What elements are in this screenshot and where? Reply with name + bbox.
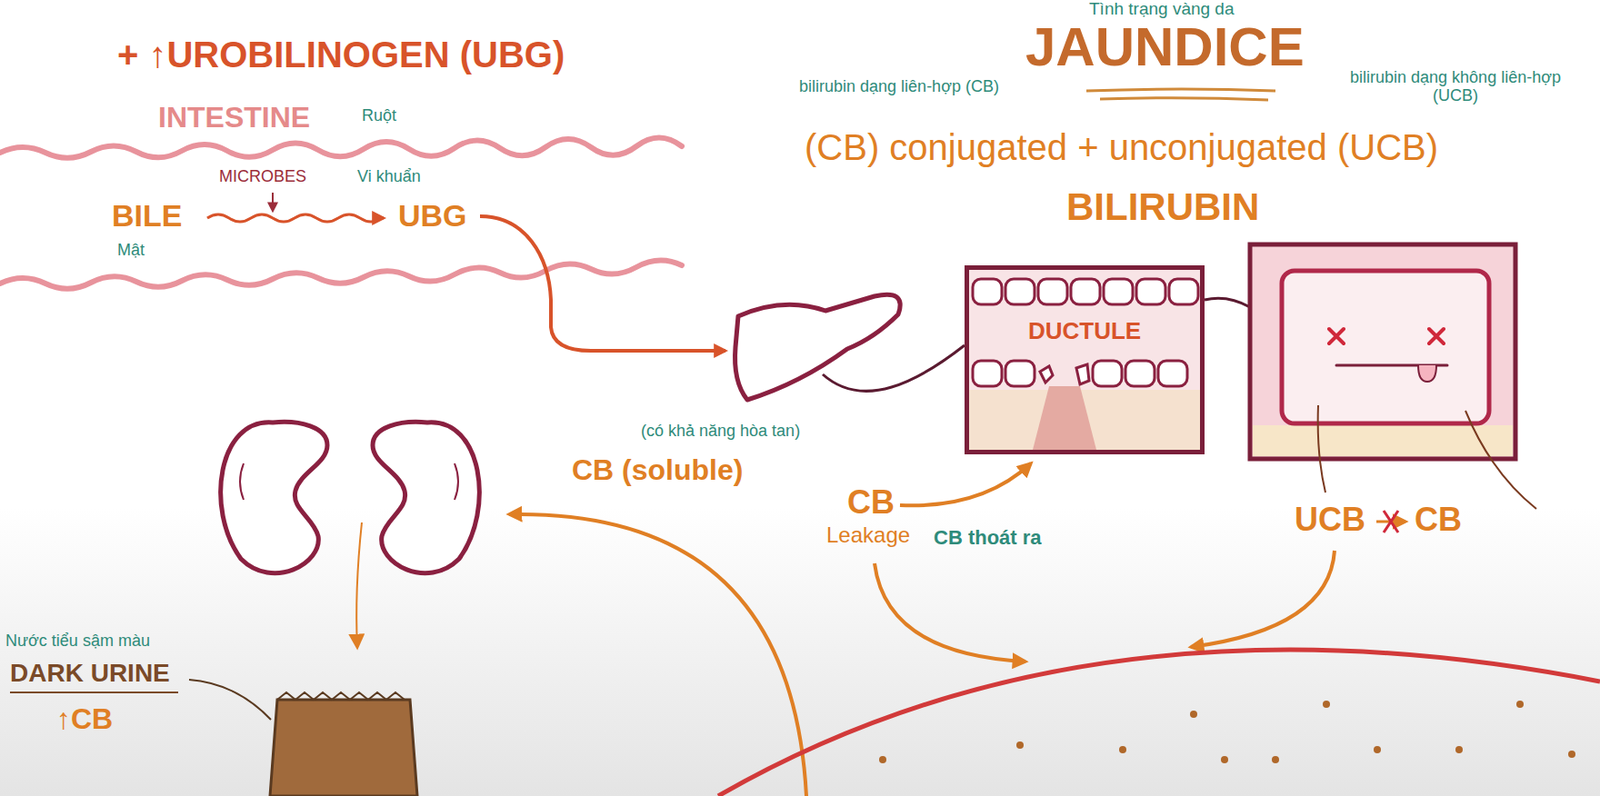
translation: bilirubin dạng liên-hợp (CB) xyxy=(793,78,1005,97)
ductule-cells xyxy=(969,270,1200,450)
ductule-cell xyxy=(1038,279,1068,305)
pigment-dots xyxy=(1568,750,1576,759)
ductule-cell xyxy=(1032,386,1097,450)
hepatocyte xyxy=(1329,329,1444,344)
title-underline xyxy=(1086,89,1276,100)
intestine-wall xyxy=(0,260,682,289)
translation: Tình trạng vàng da xyxy=(1089,0,1235,20)
liver xyxy=(735,294,901,400)
sign-label: ↑CB xyxy=(56,703,113,736)
pigment-dots xyxy=(1271,756,1280,764)
pigment-dots xyxy=(1016,741,1024,750)
ucb-down-arrow xyxy=(1190,550,1335,648)
underline xyxy=(10,691,179,694)
kidneys xyxy=(220,421,480,573)
substance-label: CB xyxy=(1414,501,1462,539)
pigment-dots xyxy=(1373,746,1381,754)
pigment-dots xyxy=(1455,746,1463,754)
urine-cup xyxy=(270,700,418,796)
translation: Mật xyxy=(117,241,145,260)
ductule-cell xyxy=(1092,360,1122,387)
pigment-dots xyxy=(879,700,1576,764)
process-label: Leakage xyxy=(826,523,910,548)
pigment-dots xyxy=(1190,710,1198,719)
translation: CB thoát ra xyxy=(933,527,1042,550)
kidneys xyxy=(220,421,328,573)
kidneys xyxy=(372,421,480,573)
ductule-cell xyxy=(1103,279,1133,305)
pigment-dots xyxy=(1516,700,1524,709)
conversion-arrow xyxy=(207,214,384,222)
translation: bilirubin dạng không liên-hợp (UCB) xyxy=(1336,69,1575,106)
hepatocyte xyxy=(1250,244,1516,460)
ductule-cell xyxy=(972,360,1002,387)
translation: Vi khuẩn xyxy=(357,168,421,187)
agent-name: MICROBES xyxy=(219,168,307,187)
pigment-dots xyxy=(1220,756,1229,764)
subtitle: BILIRUBIN xyxy=(1066,186,1260,229)
liver-link xyxy=(822,345,965,391)
ductule-cell xyxy=(1158,360,1188,387)
substance-name: UBG xyxy=(398,199,468,233)
ductule-cell xyxy=(972,279,1002,305)
microbe-pointer xyxy=(271,192,274,211)
heading-note: + ↑UROBILINOGEN (UBG) xyxy=(117,34,565,75)
organ-name: INTESTINE xyxy=(158,101,310,134)
translation: Ruột xyxy=(361,107,397,126)
substance-name: BILE xyxy=(111,199,182,233)
ductule-cell xyxy=(1005,279,1035,305)
intestine-band: INTESTINE RuộtMICROBES Vi khuẩnBILE Mật UBG xyxy=(0,90,691,300)
pigment-dots xyxy=(1119,746,1127,754)
ductule-cell xyxy=(1005,360,1035,387)
hepatocyte xyxy=(1281,270,1490,424)
leader-line xyxy=(1318,405,1326,493)
translation: Nước tiểu sậm màu xyxy=(5,632,150,651)
skin-line xyxy=(718,650,1600,796)
ductule-box: DUCTULE xyxy=(964,265,1205,455)
leakage-arrow xyxy=(900,463,1031,506)
urine-cup xyxy=(277,692,405,700)
leader-line xyxy=(1465,410,1537,510)
substance-label: CB xyxy=(847,484,895,521)
pigment-dots xyxy=(879,756,887,764)
block-cross xyxy=(1383,510,1399,533)
pigment-dots xyxy=(1322,700,1330,709)
renal-arrow xyxy=(509,514,807,796)
cell-link xyxy=(1204,298,1250,308)
hepatocyte xyxy=(1418,365,1437,382)
portal-arrow xyxy=(480,216,726,351)
intestine-wall xyxy=(0,138,682,159)
sign-label: DARK URINE xyxy=(10,660,170,689)
ductule-cell xyxy=(1040,364,1090,385)
substance-label: UCB xyxy=(1294,501,1366,539)
ductule-cell xyxy=(1169,279,1199,305)
translation: (có khả năng hòa tan) xyxy=(640,422,800,441)
leader-line xyxy=(189,680,271,720)
title: JAUNDICE xyxy=(1025,20,1305,75)
ductule-cell xyxy=(1136,279,1166,305)
ductule-cell xyxy=(1125,360,1155,387)
leakage-down-arrow xyxy=(874,563,1026,662)
hepatocyte xyxy=(1250,244,1516,460)
ureter-arrow xyxy=(356,522,362,648)
intestine-wall xyxy=(0,138,682,290)
subtitle: (CB) conjugated + unconjugated (UCB) xyxy=(804,127,1439,168)
ductule-cell xyxy=(1070,279,1100,305)
urine-cup xyxy=(270,692,418,796)
substance-label: CB (soluble) xyxy=(571,454,743,487)
structure-name: DUCTULE xyxy=(1028,318,1141,345)
kidneys xyxy=(240,463,459,500)
